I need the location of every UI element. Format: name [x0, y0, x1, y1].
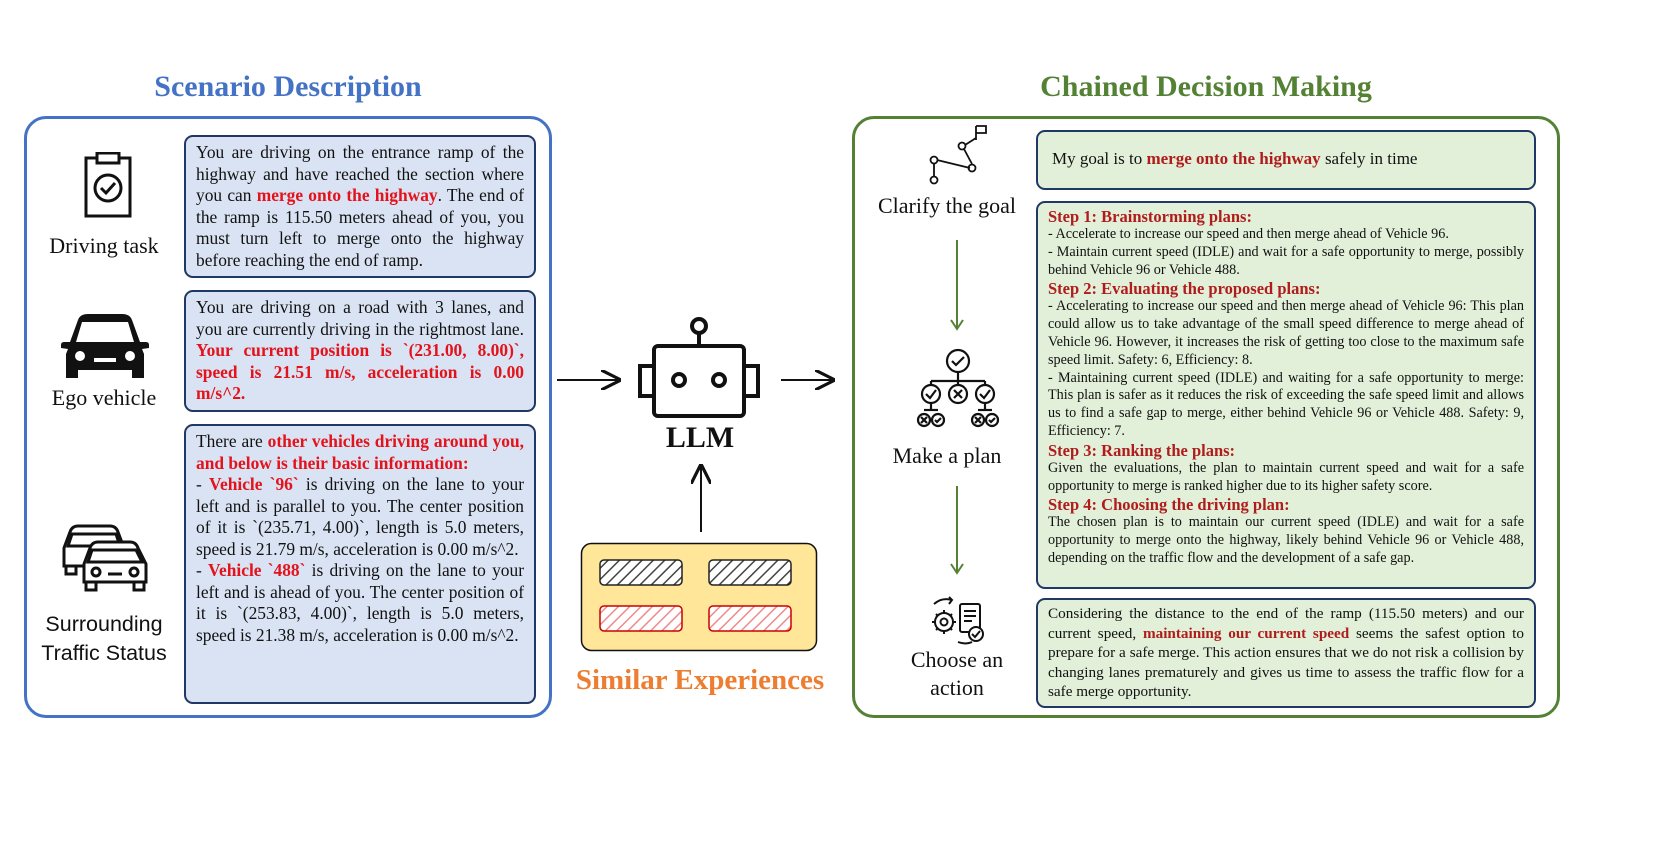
choose-action-line2: action	[930, 675, 984, 700]
goal-box: My goal is to merge onto the highway saf…	[1036, 130, 1536, 190]
surrounding-label-line2: Traffic Status	[41, 641, 167, 665]
decision-panel	[852, 116, 1560, 718]
vehicle-96-text: is driving on the lane to your left and …	[196, 474, 524, 559]
gear-document-icon	[932, 596, 984, 645]
step-3-text: Given the evaluations, the plan to maint…	[1048, 459, 1524, 494]
choose-action-label: Choose an action	[862, 646, 1052, 702]
goal-highlight: merge onto the highway	[1146, 149, 1321, 168]
surr-dash-2: -	[196, 560, 209, 580]
clarify-goal-label: Clarify the goal	[877, 193, 1017, 218]
action-text-2: seems the safest option to prepare for a…	[1048, 624, 1524, 701]
action-text-1: Considering the distance to the end of t…	[1048, 605, 1524, 642]
plan-box: Step 1: Brainstorming plans: - Accelerat…	[1036, 201, 1536, 589]
driving-task-box: You are driving on the entrance ramp of …	[184, 135, 536, 278]
memory-slot-4	[708, 605, 792, 632]
task-highlight: merge onto the highway	[256, 185, 438, 205]
step-1-plan-b: - Maintain current speed (IDLE) and wait…	[1048, 243, 1524, 278]
memory-slot-1	[599, 559, 683, 586]
choose-action-line1: Choose an	[910, 647, 1004, 672]
flow-arrows	[557, 360, 853, 532]
memory-bank	[580, 542, 818, 652]
task-text-2: . The end of the ramp is 115.50 meters a…	[196, 185, 524, 270]
memory-slot-2	[708, 559, 792, 586]
vehicle-488-label: Vehicle `488`	[208, 560, 306, 580]
surrounding-traffic-box: There are other vehicles driving around …	[184, 424, 536, 704]
ego-vehicle-label: Ego vehicle	[51, 385, 157, 410]
task-text-1: You are driving on the entrance ramp of …	[196, 142, 524, 205]
ego-highlight: Your current position is `(231.00, 8.00)…	[196, 340, 524, 403]
memory-label: Similar Experiences	[575, 664, 825, 696]
decision-tree-icon	[916, 348, 1000, 428]
ego-text-1: You are driving on a road with 3 lanes, …	[196, 297, 524, 339]
driving-task-label: Driving task	[49, 233, 159, 258]
traffic-cars-icon	[62, 524, 148, 592]
step-arrows	[950, 240, 964, 575]
make-plan-label: Make a plan	[892, 443, 1002, 468]
scenario-panel	[24, 116, 552, 718]
step-1-title: Step 1: Brainstorming plans:	[1048, 207, 1252, 226]
action-box: Considering the distance to the end of t…	[1036, 598, 1536, 708]
memory-slot-3	[599, 605, 683, 632]
step-2-title: Step 2: Evaluating the proposed plans:	[1048, 279, 1321, 299]
decision-title: Chained Decision Making	[1040, 70, 1372, 103]
car-front-icon	[61, 314, 149, 378]
surr-dash-1: -	[196, 474, 210, 494]
goal-text-2: safely in time	[1320, 149, 1418, 168]
route-flag-icon	[929, 125, 987, 185]
surr-text-1: There are	[196, 431, 268, 451]
ego-vehicle-box: You are driving on a road with 3 lanes, …	[184, 290, 536, 412]
step-1-plan-a: - Accelerate to increase our speed and t…	[1048, 226, 1449, 242]
surrounding-traffic-label: Surrounding Traffic Status	[30, 610, 178, 668]
action-highlight: maintaining our current speed	[1142, 624, 1350, 642]
surr-highlight: other vehicles driving around you, and b…	[196, 431, 524, 473]
step-3-title: Step 3: Ranking the plans:	[1048, 440, 1236, 460]
clipboard-check-icon	[84, 152, 132, 218]
scenario-title: Scenario Description	[154, 70, 422, 103]
vehicle-96-label: Vehicle `96`	[209, 474, 299, 494]
llm-label: LLM	[665, 421, 735, 454]
step-2-eval-a: - Accelerating to increase our speed and…	[1048, 298, 1524, 368]
step-4-text: The chosen plan is to maintain our curre…	[1048, 514, 1524, 566]
vehicle-488-text: is driving on the lane to your left and …	[196, 560, 524, 645]
robot-icon	[638, 317, 760, 418]
step-2-eval-b: - Maintaining current speed (IDLE) and w…	[1048, 369, 1524, 439]
surrounding-label-line1: Surrounding	[45, 612, 163, 636]
goal-text-1: My goal is to	[1052, 149, 1147, 168]
step-4-title: Step 4: Choosing the driving plan:	[1048, 495, 1290, 515]
